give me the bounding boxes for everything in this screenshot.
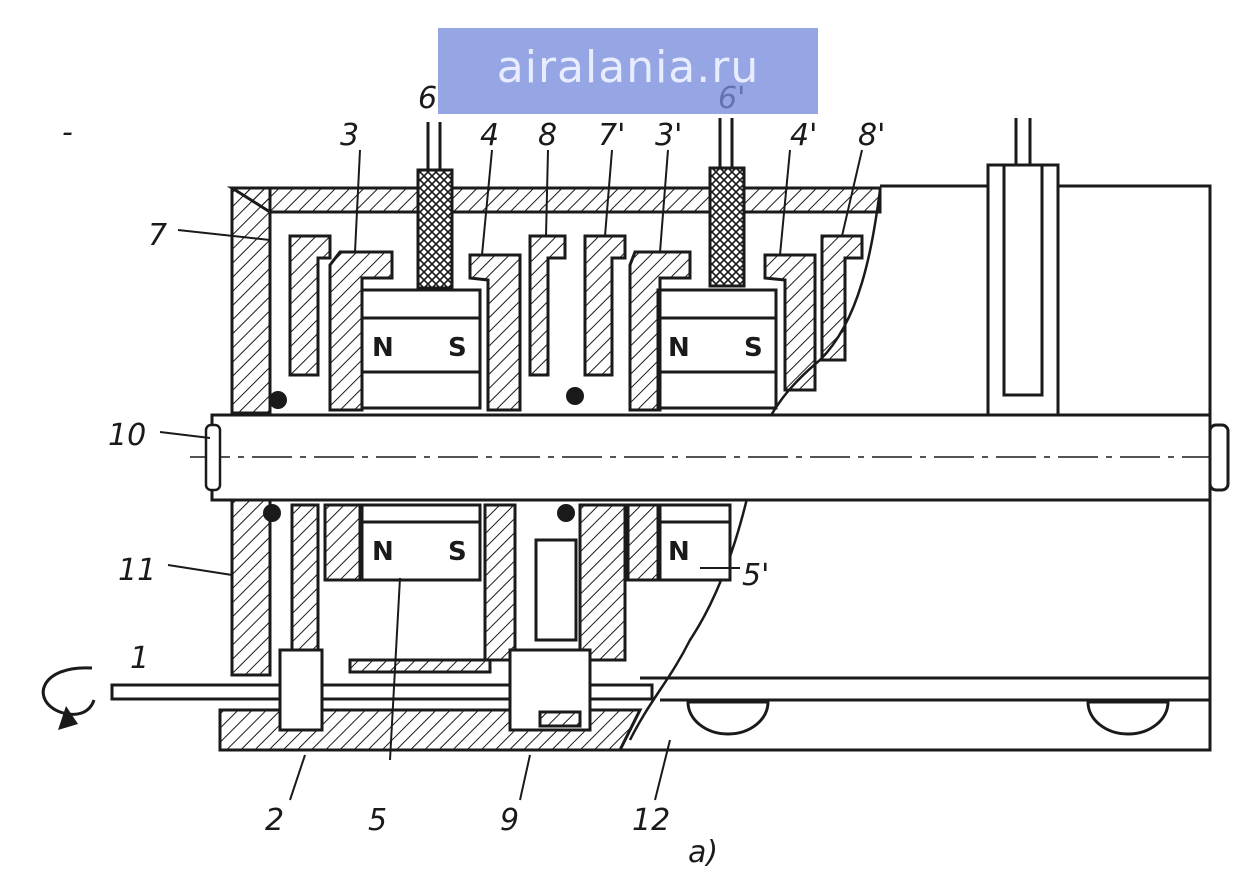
label-1: 1 [130,641,149,676]
label-4-prime: 4' [790,118,817,153]
label-3-prime: 3' [655,118,682,153]
seals [263,387,584,522]
label-7: 7 [148,218,167,253]
part-labels: 3 6 4 8 7' 3' 6' 4' 8' 7 10 11 1 2 5 9 1… [62,81,885,838]
label-2: 2 [265,803,284,838]
label-9: 9 [500,803,519,838]
drive-shaft [110,648,654,732]
pole-markings: N S N S N S N [372,333,763,567]
rotor-disks-upper [288,234,864,412]
leader-lines [159,149,863,801]
rotor-disks-lower [290,503,662,662]
label-3: 3 [340,118,359,153]
coils [416,118,746,290]
watermark-text: airalania.ru [496,42,760,93]
label-11: 11 [118,553,156,588]
pole-s-upper-left: S [448,333,467,363]
label-5-prime: 5' [742,558,769,593]
dash-mark: - [62,115,73,150]
label-4: 4 [480,118,499,153]
label-8: 8 [538,118,557,153]
magnet-5 [360,288,482,582]
pole-n-lower-right: N [668,537,690,567]
label-12: 12 [632,803,670,838]
label-10: 10 [108,418,146,453]
pole-n-lower-left: N [372,537,394,567]
label-7-prime: 7' [598,118,625,153]
rotation-arrow [41,666,96,716]
label-6: 6 [418,81,437,116]
label-8-prime: 8' [858,118,885,153]
level-gauge [986,118,1060,417]
label-5: 5 [368,803,387,838]
figure-caption: a) [688,835,718,870]
arrow-head [58,706,78,730]
bearings [686,700,1170,736]
pole-n-upper-left: N [372,333,394,363]
pole-s-upper-right: S [744,333,763,363]
shaft [190,413,1230,502]
watermark-banner: airalania.ru [438,28,818,114]
pole-s-lower-left: S [448,537,467,567]
pole-n-upper-right: N [668,333,690,363]
